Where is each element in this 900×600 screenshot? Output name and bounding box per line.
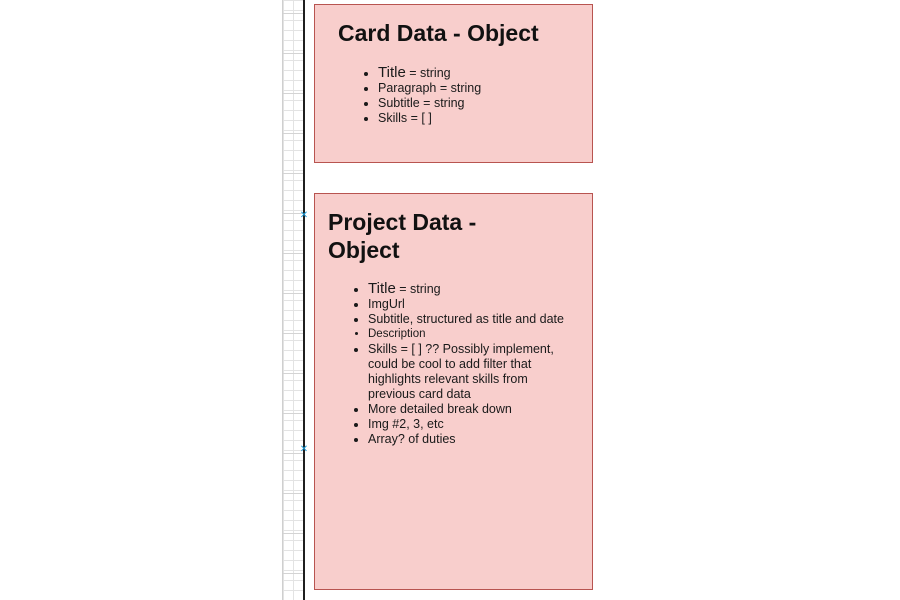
project-data-object-box[interactable]: Project Data - Object Title = string Img…: [314, 193, 593, 590]
canvas-left-edge: [282, 0, 283, 600]
field-item: Subtitle = string: [378, 96, 588, 111]
field-item: Title = string: [368, 281, 578, 297]
field-item: Img #2, 3, etc: [368, 417, 578, 432]
field-item: Description: [368, 327, 578, 342]
connection-point-icon[interactable]: ✕: [299, 210, 309, 221]
field-item: Skills = [ ]: [378, 111, 588, 126]
project-data-field-list: Title = string ImgUrl Subtitle, structur…: [350, 281, 578, 447]
field-item: Paragraph = string: [378, 81, 588, 96]
background-grid-major-lines: [283, 0, 303, 600]
field-item: More detailed break down: [368, 402, 578, 417]
connection-point-icon[interactable]: ✕: [299, 444, 309, 455]
field-item: Skills = [ ] ?? Possibly implement, coul…: [368, 342, 578, 402]
card-data-object-box[interactable]: Card Data - Object Title = string Paragr…: [314, 4, 593, 163]
card-data-field-list: Title = string Paragraph = string Subtit…: [360, 65, 588, 126]
field-item: Title = string: [378, 65, 588, 81]
field-item: Subtitle, structured as title and date: [368, 312, 578, 327]
vertical-connector-line[interactable]: [303, 0, 305, 600]
card-data-title: Card Data - Object: [338, 20, 539, 46]
field-item: Array? of duties: [368, 432, 578, 447]
field-item: ImgUrl: [368, 297, 578, 312]
project-data-title: Project Data - Object: [328, 209, 477, 263]
